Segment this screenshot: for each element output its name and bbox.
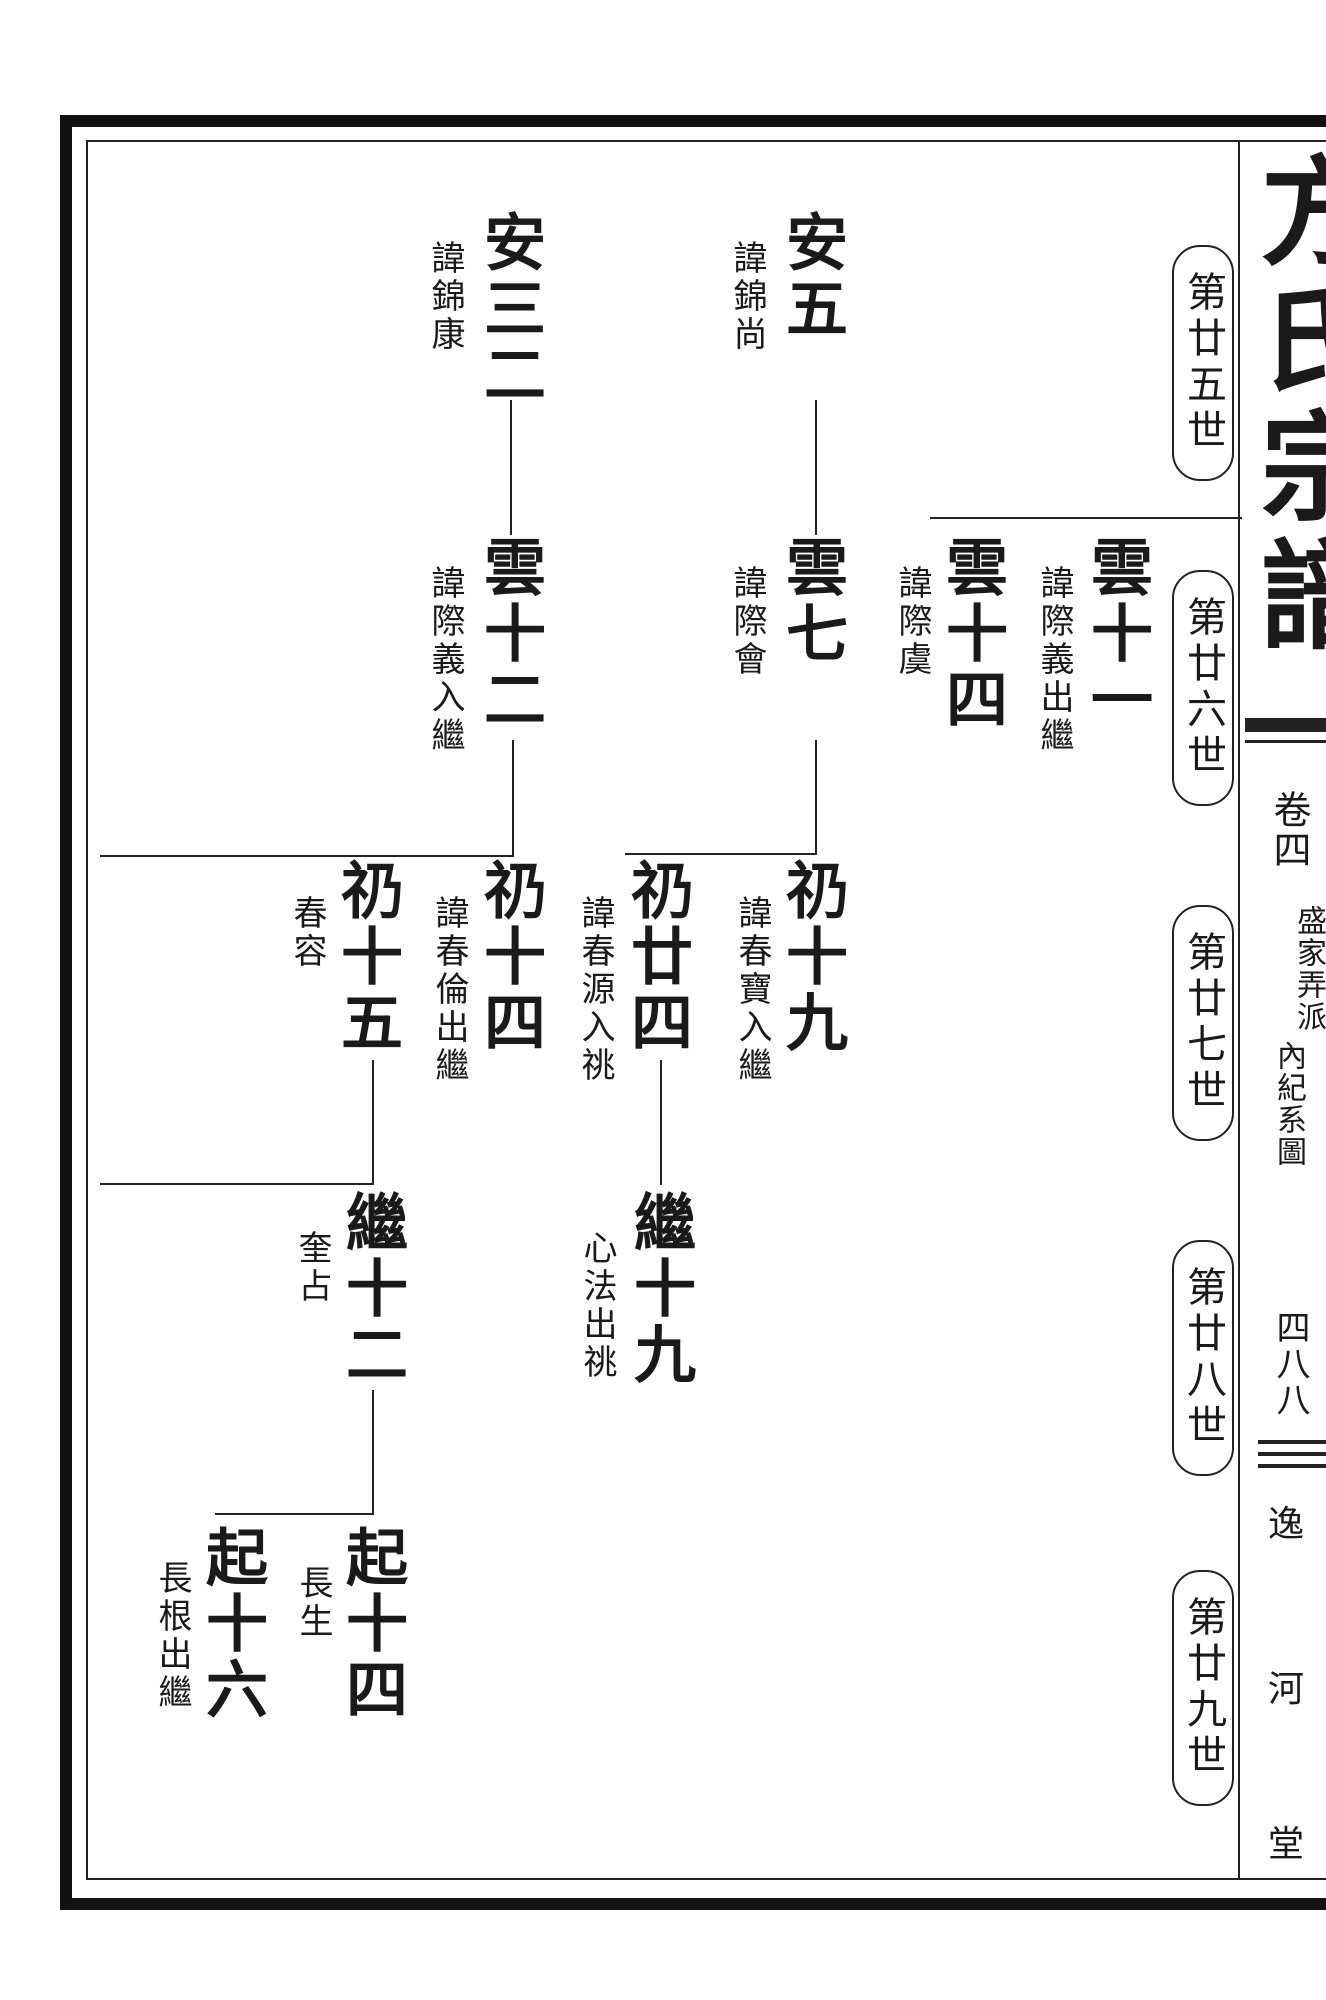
person-note-ji19: 心法出祧 xyxy=(577,1230,617,1382)
person-name-yun11: 雲十一 xyxy=(1080,535,1153,733)
person-note-qi16: 長根出繼 xyxy=(152,1560,192,1712)
person-note-reng14: 諱春倫出繼 xyxy=(429,895,469,1085)
person-name-ji19: 繼十九 xyxy=(623,1190,696,1388)
branch-label: 盛家弄派 xyxy=(1291,905,1326,1033)
book-title: 方氏宗譜 xyxy=(1250,150,1326,662)
connector-gen27-bar-left xyxy=(100,855,514,857)
generation-tag-28: 第廿八世 xyxy=(1172,1240,1234,1476)
person-name-reng19: 礽十九 xyxy=(775,858,848,1056)
person-name-reng14: 礽十四 xyxy=(473,858,546,1056)
generation-tag-25: 第廿五世 xyxy=(1172,245,1234,481)
hall-char-3: 堂 xyxy=(1268,1824,1305,1865)
person-name-qi16: 起十六 xyxy=(195,1525,268,1723)
person-note-ji12: 奎占 xyxy=(292,1230,332,1306)
connector-reng15-ji12 xyxy=(372,1060,374,1185)
generation-tag-26: 第廿六世 xyxy=(1172,570,1234,806)
generation-tag-29: 第廿九世 xyxy=(1172,1570,1234,1806)
connector-ji12-qi xyxy=(372,1390,374,1515)
page-rule-3 xyxy=(1258,1464,1326,1468)
side-column-rule xyxy=(1238,140,1240,1880)
person-name-ji12: 繼十二 xyxy=(335,1190,408,1388)
connector-yun7-reng xyxy=(815,740,817,855)
inner-frame xyxy=(86,140,1326,1880)
volume-label: 卷四 xyxy=(1267,790,1311,870)
connector-gen26-bar xyxy=(930,517,1242,519)
connector-gen29-bar xyxy=(215,1513,374,1515)
page-number: 四八八 xyxy=(1270,1310,1310,1418)
connector-reng24-ji19 xyxy=(660,1060,662,1185)
connector-an5-yun7 xyxy=(815,400,817,535)
page-rule-2 xyxy=(1258,1452,1326,1456)
person-note-qi14: 長生 xyxy=(293,1565,333,1641)
hall-char-2: 河 xyxy=(1268,1669,1305,1710)
connector-an32-yun12 xyxy=(510,400,512,535)
hall-char-1: 逸 xyxy=(1268,1504,1305,1545)
section-label: 內紀系圖 xyxy=(1271,1040,1306,1168)
person-name-yun14: 雲十四 xyxy=(935,535,1008,733)
connector-gen28-bar xyxy=(100,1183,374,1185)
person-note-an32: 諱錦康 xyxy=(425,240,465,354)
person-name-an32: 安三二 xyxy=(473,210,546,408)
person-note-yun14: 諱際虞 xyxy=(892,565,932,679)
page-rule-1 xyxy=(1258,1440,1326,1444)
outer-frame xyxy=(60,115,1326,1910)
person-note-yun12: 諱際義入繼 xyxy=(425,565,465,755)
generation-tag-27: 第廿七世 xyxy=(1172,905,1234,1141)
person-note-reng19: 諱春寶入繼 xyxy=(732,895,772,1085)
person-note-reng15: 春容 xyxy=(287,895,327,971)
person-name-reng24: 礽廿四 xyxy=(620,858,693,1056)
title-underline-thick xyxy=(1245,718,1326,732)
person-name-yun7: 雲七 xyxy=(775,535,848,667)
title-underline-thin xyxy=(1245,740,1326,743)
person-name-qi14: 起十四 xyxy=(335,1525,408,1723)
connector-gen27-bar-right xyxy=(625,853,817,855)
person-note-yun7: 諱際會 xyxy=(727,565,767,679)
person-note-yun11: 諱際義出繼 xyxy=(1034,565,1074,755)
person-name-yun12: 雲十二 xyxy=(473,535,546,733)
connector-yun12-reng xyxy=(512,740,514,855)
person-name-reng15: 礽十五 xyxy=(330,858,403,1056)
person-note-an5: 諱錦尚 xyxy=(727,240,767,354)
person-name-an5: 安五 xyxy=(775,210,848,342)
person-note-reng24: 諱春源入祧 xyxy=(575,895,615,1085)
